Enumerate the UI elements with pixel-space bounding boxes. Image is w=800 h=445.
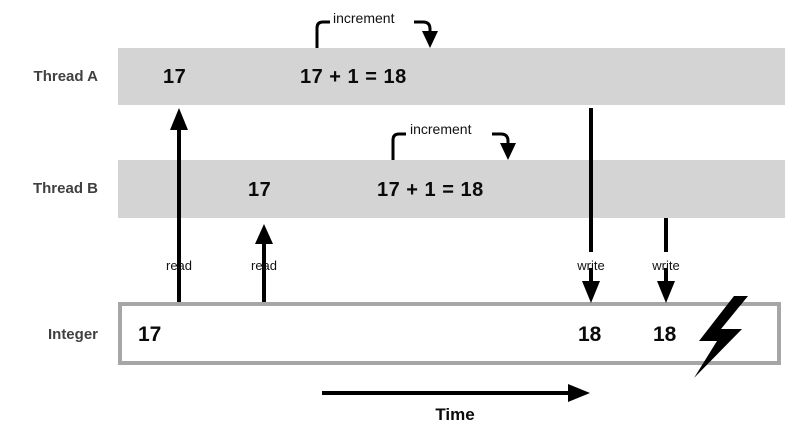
time-axis-arrow-icon bbox=[322, 384, 590, 402]
thread-b-timeline-band bbox=[118, 160, 785, 218]
thread-a-increment-expression: 17 + 1 = 18 bbox=[300, 66, 407, 88]
thread-b-increment-expression: 17 + 1 = 18 bbox=[377, 179, 484, 201]
increment-bracket-b-icon bbox=[391, 132, 516, 160]
row-label-integer: Integer bbox=[47, 326, 98, 343]
increment-label-thread-a: increment bbox=[333, 10, 395, 26]
integer-value-2: 18 bbox=[653, 323, 677, 346]
row-label-thread-a: Thread A bbox=[33, 68, 98, 85]
op-label-read-a: read bbox=[165, 258, 193, 273]
thread-b-read-value: 17 bbox=[248, 179, 272, 201]
op-label-write-a: write bbox=[577, 258, 605, 273]
op-label-write-b: write bbox=[652, 258, 680, 273]
thread-a-read-value: 17 bbox=[163, 66, 187, 88]
thread-a-timeline-band bbox=[118, 48, 785, 105]
time-axis-label: Time bbox=[435, 405, 475, 424]
op-label-read-b: read bbox=[250, 258, 278, 273]
row-label-thread-b: Thread B bbox=[32, 180, 98, 197]
increment-label-thread-b: increment bbox=[410, 121, 472, 137]
integer-value-box bbox=[118, 302, 781, 365]
integer-value-1: 18 bbox=[578, 323, 602, 346]
integer-value-0: 17 bbox=[138, 323, 162, 346]
